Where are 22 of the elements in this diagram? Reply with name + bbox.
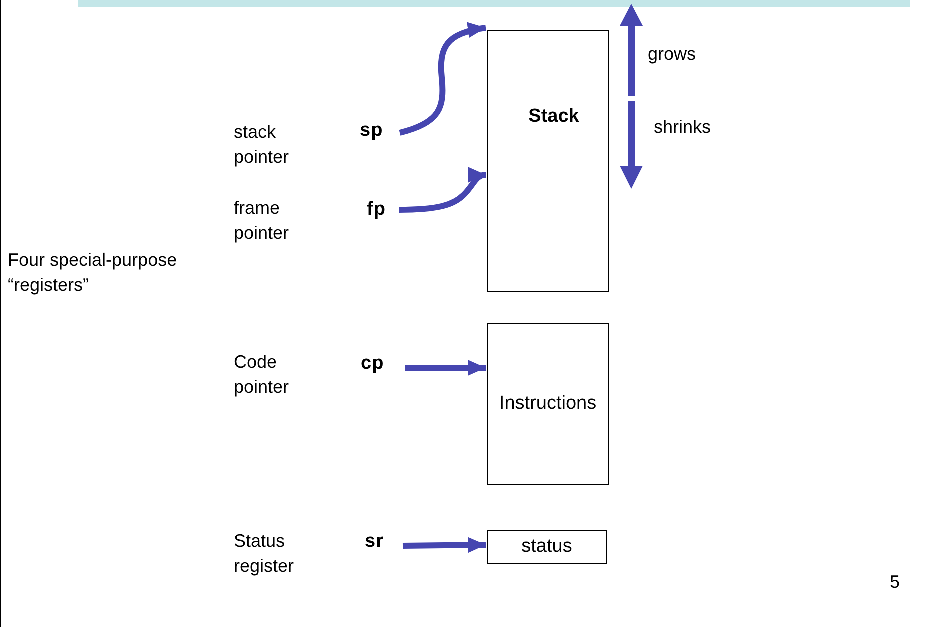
arrow — [398, 168, 486, 213]
register-name: fp — [367, 199, 386, 221]
memory-box — [487, 323, 609, 485]
text-label: Four special-purpose “registers” — [8, 249, 178, 297]
text-label: Status register — [234, 530, 296, 578]
box-label: status — [522, 536, 572, 558]
register-name: sr — [365, 531, 384, 553]
text-label: stack pointer — [234, 121, 290, 169]
arrow — [402, 537, 486, 554]
memory-box — [487, 530, 607, 564]
box-label: Instructions — [499, 393, 597, 415]
arrow — [405, 360, 486, 376]
text-label: shrinks — [654, 116, 712, 139]
text-label: 5 — [890, 571, 902, 594]
arrow — [399, 22, 486, 136]
register-name: sp — [360, 120, 384, 142]
stack-box — [487, 30, 609, 292]
text-label: Code pointer — [234, 351, 290, 399]
text-label: frame pointer — [234, 197, 290, 245]
text-label: grows — [648, 43, 698, 66]
box-label: Stack — [528, 106, 580, 128]
register-name: cp — [361, 353, 384, 375]
